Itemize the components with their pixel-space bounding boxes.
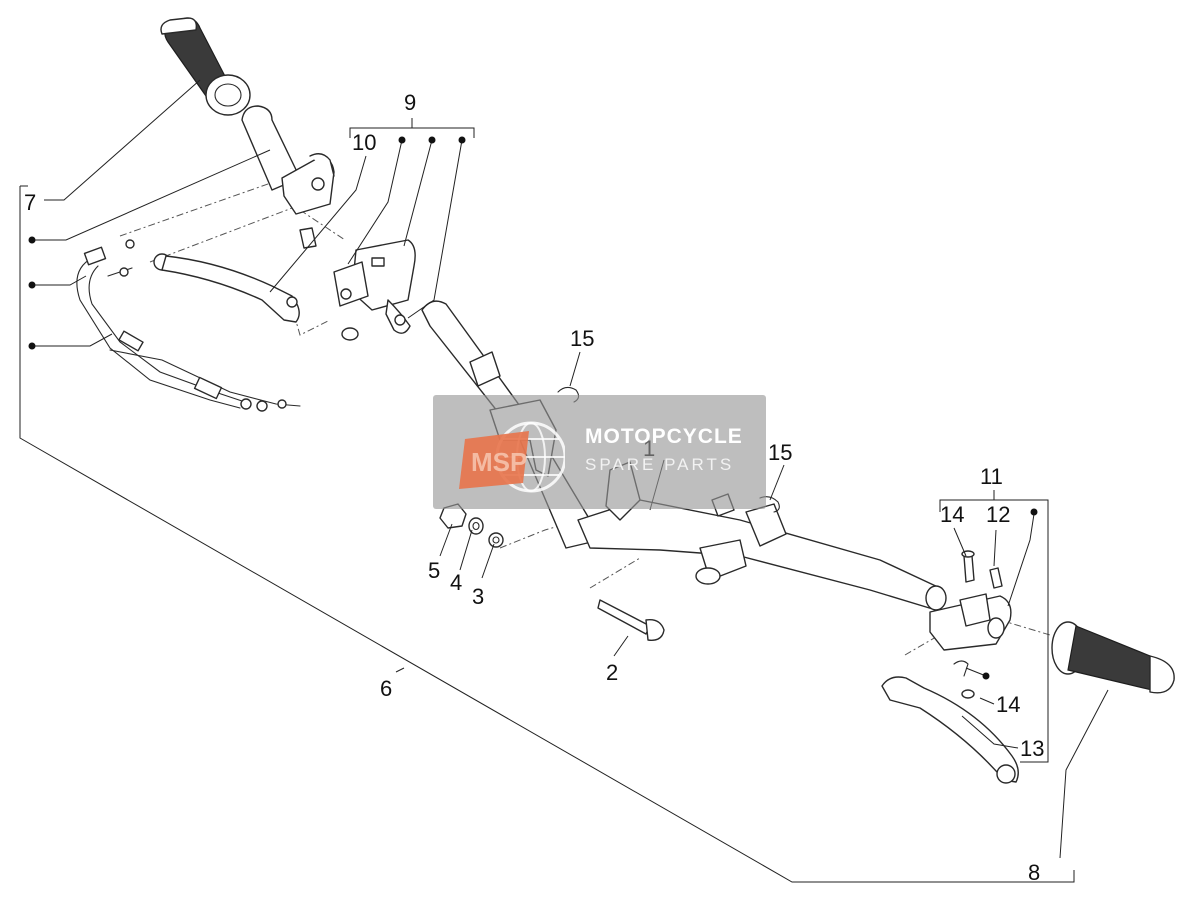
callout-5: 5 — [428, 558, 440, 583]
mounting-bolt — [597, 599, 665, 641]
assembly-brackets — [19, 118, 1075, 883]
nut-and-washers — [439, 503, 504, 548]
throttle-cables — [76, 239, 301, 412]
throttle-housing — [241, 105, 335, 215]
callout-15-lower: 15 — [768, 440, 792, 465]
watermark-brand: MOTOPCYCLE — [585, 425, 743, 448]
right-grip — [1051, 621, 1175, 694]
callout-9: 9 — [404, 90, 416, 115]
watermark-overlay: MSP MOTOPCYCLE SPARE PARTS — [433, 395, 766, 509]
callout-6: 6 — [380, 676, 392, 701]
callout-3: 3 — [472, 584, 484, 609]
left-grip — [160, 17, 251, 116]
leader-lines — [34, 79, 1109, 859]
callout-14-upper: 14 — [940, 502, 964, 527]
callout-13: 13 — [1020, 736, 1044, 761]
watermark-logo-icon: MSP — [459, 421, 565, 493]
bullet-dots — [28, 136, 1038, 680]
callout-4: 4 — [450, 570, 462, 595]
assembly-guide-lines — [119, 177, 1051, 656]
right-brake-lever — [881, 676, 1019, 784]
left-brake-lever — [153, 253, 300, 323]
callout-15-upper: 15 — [570, 326, 594, 351]
master-cylinder — [299, 227, 416, 341]
callout-7: 7 — [24, 190, 36, 215]
callout-8: 8 — [1028, 860, 1040, 885]
callout-11: 11 — [980, 464, 1003, 489]
callout-2: 2 — [606, 660, 618, 685]
watermark-subtitle: SPARE PARTS — [585, 455, 735, 474]
callout-10: 10 — [352, 130, 376, 155]
right-brake-assembly — [929, 550, 1012, 699]
callout-labels: 1 2 3 4 5 6 7 8 9 10 11 12 13 14 14 15 1… — [24, 90, 1044, 885]
svg-text:MSP: MSP — [471, 447, 527, 477]
callout-14-lower: 14 — [996, 692, 1020, 717]
callout-12: 12 — [986, 502, 1010, 527]
